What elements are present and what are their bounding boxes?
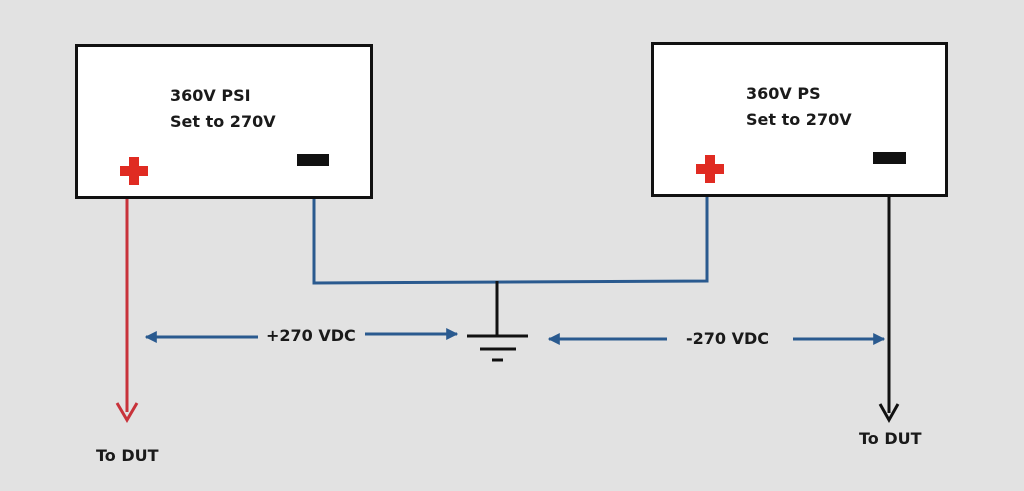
left-supply-setting: Set to 270V [170, 112, 276, 131]
left-negative-terminal-icon [297, 154, 329, 166]
right-supply-setting: Set to 270V [746, 110, 852, 129]
right-negative-terminal-icon [873, 152, 906, 164]
right-dut-arrowhead [878, 403, 900, 424]
negative-voltage-label: -270 VDC [686, 329, 770, 348]
ground-icon [465, 280, 531, 364]
right-power-supply: 360V PS Set to 270V [651, 42, 948, 197]
left-positive-terminal-icon [120, 157, 148, 185]
right-dut-label: To DUT [859, 429, 922, 448]
right-positive-terminal-icon [696, 155, 724, 183]
common-wire [312, 197, 709, 285]
left-dut-arrowhead [115, 402, 139, 423]
positive-voltage-label: +270 VDC [266, 326, 356, 345]
left-supply-name: 360V PSI [170, 86, 251, 105]
left-power-supply: 360V PSI Set to 270V [75, 44, 373, 199]
right-supply-name: 360V PS [746, 84, 821, 103]
left-dut-label: To DUT [96, 446, 159, 465]
